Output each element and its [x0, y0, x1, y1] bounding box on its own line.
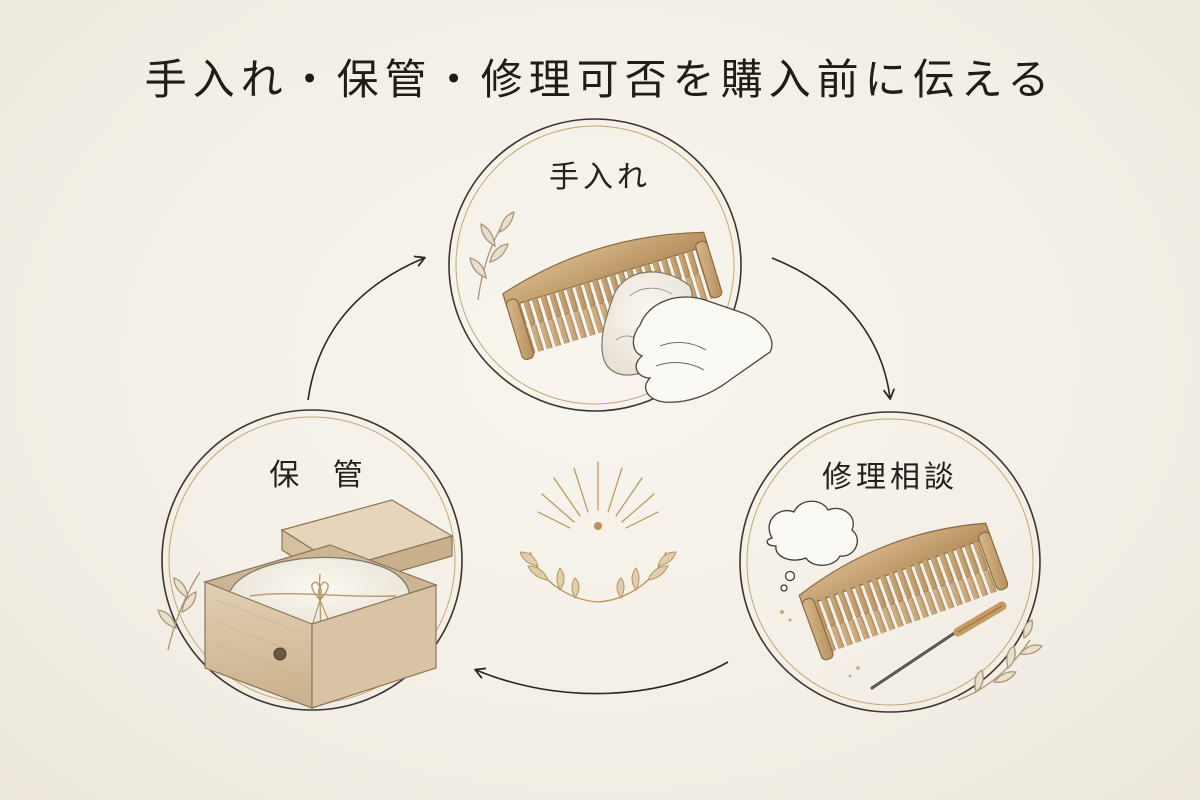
storage-node — [157, 409, 463, 711]
arrow-storage-to-care — [307, 255, 426, 401]
storage-ring-outer — [161, 409, 463, 711]
leaf-sprig-icon — [157, 571, 201, 651]
storage-label: 保 管 — [269, 458, 375, 493]
wooden-box-with-cloth-icon — [203, 499, 454, 709]
leaf-sprig-icon — [957, 619, 1044, 701]
repair-ring-inner — [746, 418, 1034, 706]
arrow-care-to-repair — [771, 257, 895, 400]
arrow-repair-to-storage — [474, 661, 729, 695]
page-title: 手入れ・保管・修理可否を購入前に伝える — [144, 55, 1056, 104]
care-node — [448, 118, 773, 412]
comb-wiping-cloth-icon — [502, 231, 773, 403]
repair-label: 修理相談 — [822, 460, 958, 495]
comb-with-tool-icon — [780, 522, 1009, 690]
cycle-arrows — [307, 255, 895, 695]
thought-bubble-icon — [766, 500, 858, 592]
repair-node — [739, 411, 1044, 713]
sunburst-laurel-icon — [519, 461, 677, 603]
care-ring-inner — [455, 125, 735, 405]
care-ring-outer — [448, 118, 742, 412]
care-label: 手入れ — [549, 160, 651, 195]
leaf-sprig-icon — [469, 211, 515, 301]
repair-ring-outer — [739, 411, 1041, 713]
